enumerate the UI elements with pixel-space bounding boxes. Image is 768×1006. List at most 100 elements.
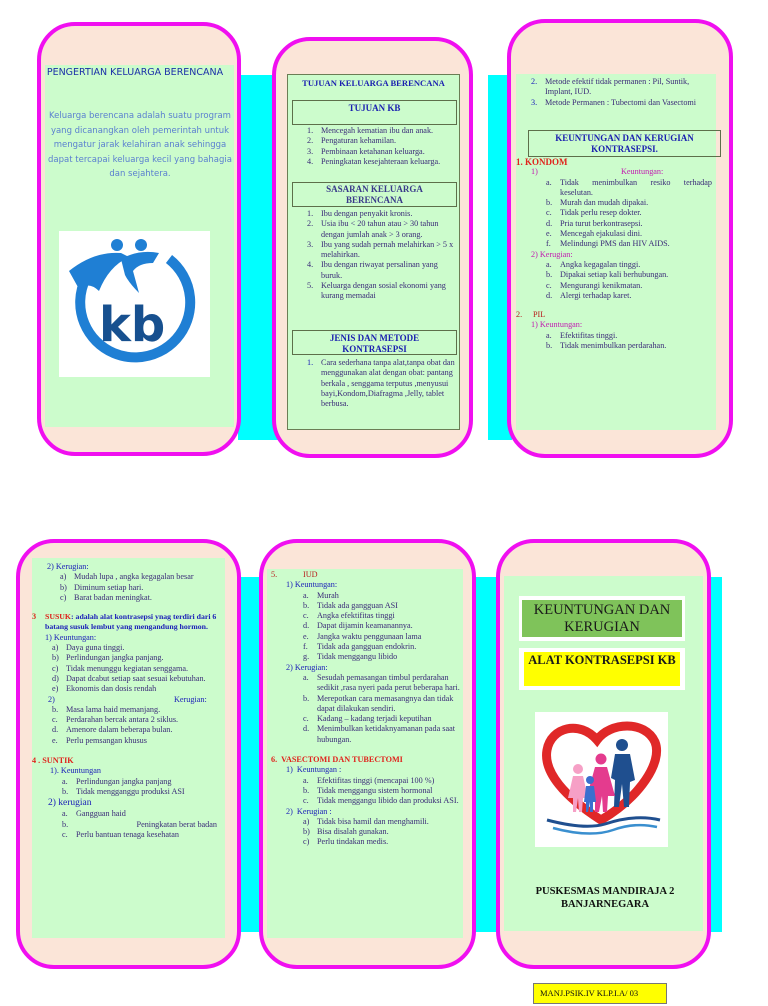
susuk-suntik-section: 2) Kerugian: a)Mudah lupa , angka kegaga… [32, 562, 227, 840]
pil-keuntungan-label: 1) Keuntungan: [531, 320, 583, 330]
list-item: a.Perlindungan jangka panjang [62, 776, 172, 786]
list-item: a.Tidak menimbulkan resiko terhadap kese… [546, 177, 712, 197]
list-item: d)Dapat dcabut setiap saat sesuai kebutu… [52, 673, 206, 683]
panel-susuk-suntik-content [32, 558, 225, 938]
vasectomi-kerugian-label: 2) Kerugian : [286, 806, 332, 816]
list-item: 1.Mencegah kematian ibu dan anak. [307, 126, 434, 135]
list-item: f.Melindungi PMS dan HIV AIDS. [546, 239, 670, 249]
list-item: 2.Pengaturan kehamilan. [307, 136, 397, 146]
list-item: a)Mudah lupa , angka kegagalan besar [60, 572, 194, 582]
list-item: c)Barat badan meningkat. [60, 592, 152, 602]
jenis-metode-heading: JENIS DAN METODE KONTRASEPSI [292, 330, 457, 355]
list-item: a)Daya guna tinggi. [52, 643, 125, 653]
list-item: 3.Pembinaan ketahanan keluarga. [307, 146, 425, 156]
list-item: c)Perlu tindakan medis. [303, 837, 389, 847]
list-item: c.Tidak perlu resep dokter. [546, 208, 642, 218]
pil-kerugian-label: 2) Kerugian: [47, 562, 89, 571]
list-item: 1.Ibu dengan penyakit kronis. [307, 209, 413, 218]
list-item: c)Tidak menunggu kegiatan senggama. [52, 663, 189, 673]
vasectomi-keuntungan-label: 1) Keuntungan : [286, 765, 342, 775]
susuk-kerugian-label: 2)Kerugian: [48, 694, 207, 704]
pengertian-body: Keluarga berencana adalah suatu program … [48, 111, 232, 179]
pengertian-title: PENGERTIAN KELUARGA BERENCANA [46, 67, 224, 78]
cover-title-box: KEUNTUNGAN DAN KERUGIAN [519, 596, 685, 641]
kondom-section: 1. KONDOM 1)Keuntungan: a.Tidak menimbul… [516, 157, 716, 351]
pil-title: 2.PIL [516, 310, 546, 320]
suntik-title: 4 . SUNTIK [32, 756, 74, 766]
list-item: c.Perdarahan bercak antara 2 siklus. [52, 715, 179, 725]
list-item: b)Perlindungan jangka panjang. [52, 653, 164, 663]
iud-vasectomi-section: 5.IUD 1) Keuntungan: a.Murah b.Tidak ada… [271, 570, 466, 848]
list-item: f.Tidak ada gangguan endokrin. [303, 642, 417, 652]
keuntungan-kerugian-heading: KEUNTUNGAN DAN KERUGIAN KONTRASEPSI. [528, 130, 721, 157]
list-item: b.Tidak mengganggu produksi ASI [62, 786, 185, 796]
cover-title: KEUNTUNGAN DAN KERUGIAN [522, 600, 682, 637]
list-item: b.Merepotkan cara memasangnya dan tidak … [303, 693, 454, 713]
sasaran-heading: SASARAN KELUARGA BERENCANA [292, 182, 457, 207]
vasectomi-title: 6. VASECTOMI DAN TUBECTOMI [271, 755, 403, 765]
list-item: b.Tidak menimbulkan perdarahan. [546, 341, 667, 351]
list-item: 1.Cara sederhana tanpa alat,tanpa obat d… [307, 358, 455, 409]
cover-subtitle: ALAT KONTRASEPSI KB [524, 652, 680, 686]
list-item: a.Gangguan haid [62, 809, 126, 819]
list-item: b.Dipakai setiap kali berhubungan. [546, 270, 669, 280]
suntik-kerugian-label: 2) kerugian [48, 798, 92, 809]
list-item: d.Alergi terhadap karet. [546, 290, 632, 300]
iud-keuntungan-label: 1) Keuntungan: [286, 580, 338, 590]
strip-top-1 [238, 75, 278, 440]
document-code-label: MANJ.PSIK.IV KLP.I.A/ 03 [533, 983, 667, 1004]
cover-subtitle-box: ALAT KONTRASEPSI KB [519, 648, 685, 690]
tujuan-kb-heading: TUJUAN KB [292, 100, 457, 125]
list-item: 4.Peningkatan kesejahteraan keluarga. [307, 156, 441, 166]
list-item: b)Bisa disalah gunakan. [303, 827, 389, 837]
list-item: a.Efektifitas tinggi. [546, 330, 618, 340]
list-item: 2.Usia ibu < 20 tahun atau > 30 tahun de… [307, 219, 439, 239]
list-item: e.Perlu pemsangan khusus [52, 735, 147, 745]
list-item: b.Masa lama haid memanjang. [52, 704, 161, 714]
list-item: a.Sesudah pemasangan timbul perdarahan s… [303, 672, 460, 693]
organization-name: PUSKESMAS MANDIRAJA 2 BANJARNEGARA [505, 885, 705, 911]
org-line-2: BANJARNEGARA [560, 899, 650, 910]
tujuan-keluarga-heading: TUJUAN KELUARGA BERENCANA [302, 78, 445, 88]
kondom-kerugian-label: 2) Kerugian: [531, 249, 573, 259]
list-item: e)Ekonomis dan dosis rendah [52, 684, 157, 694]
list-item: e.Jangka waktu penggunaan lama [303, 631, 422, 641]
list-item: b.Tidak ada gangguan ASI [303, 600, 398, 610]
list-item: g.Tidak menggangu libido [303, 652, 398, 662]
family-heart-logo-icon [535, 712, 668, 847]
list-item: b.Murah dan mudah dipakai. [546, 198, 649, 208]
list-item: c.Mengurangi kenikmatan. [546, 280, 643, 290]
list-item: a)Tidak bisa hamil dan menghamili. [303, 816, 429, 826]
sasaran-list: 1.Ibu dengan penyakit kronis. 2.Usia ibu… [307, 209, 457, 302]
list-item: b)Diminum setiap hari. [60, 582, 144, 592]
kondom-title: 1. KONDOM [516, 157, 568, 167]
list-item: a.Murah [303, 590, 339, 600]
list-item: e.Mencegah ejakulasi dini. [546, 229, 643, 239]
list-item: 2.Metode efektif tidak permanen : Pil, S… [531, 77, 690, 97]
metode-list: 2.Metode efektif tidak permanen : Pil, S… [531, 77, 706, 108]
list-item: c.Angka efektifitas tinggi [303, 611, 395, 621]
panel-iud-vasectomi-content [267, 569, 463, 938]
list-item: b.Peningkatan berat badan [62, 819, 217, 829]
list-item: d.Menimbulkan ketidaknyamanan pada saat … [303, 724, 456, 744]
org-line-1: PUSKESMAS MANDIRAJA 2 [535, 886, 675, 897]
tujuan-list: 1.Mencegah kematian ibu dan anak. 2.Peng… [307, 126, 467, 167]
kb-logo-icon: kb [59, 231, 210, 377]
list-item: 4.Ibu dengan riwayat persalinan yang bur… [307, 260, 438, 280]
list-item: a.Angka kegagalan tinggi. [546, 259, 641, 269]
panel-tujuan-content [287, 74, 460, 430]
list-item: c.Tidak menggangu libido dan produksi AS… [303, 796, 459, 806]
list-item: c.Perlu bantuan tenaga kesehatan [62, 829, 179, 839]
list-item: c.Kadang – kadang terjadi keputihan [303, 714, 432, 724]
susuk-title: 3 SUSUK: adalah alat kontrasepsi ynag te… [32, 612, 217, 632]
iud-title: 5.IUD [271, 570, 318, 579]
suntik-keuntungan-label: 1). Keuntungan [50, 766, 101, 776]
list-item: d.Dapat dijamin keamanannya. [303, 621, 413, 631]
iud-kerugian-label: 2) Kerugian: [286, 662, 328, 672]
kondom-keuntungan-label: 1)Keuntungan: [531, 167, 664, 177]
list-item: d.Pria turut berkontrasepsi. [546, 218, 643, 228]
panel-keuntungan-kondom-content [516, 74, 716, 430]
list-item: 3.Ibu yang sudah pernah melahirkan > 5 x… [307, 239, 454, 260]
susuk-keuntungan-label: 1) Keuntungan: [45, 632, 97, 642]
list-item: b.Tidak menggangu sistem hormonal [303, 785, 433, 795]
